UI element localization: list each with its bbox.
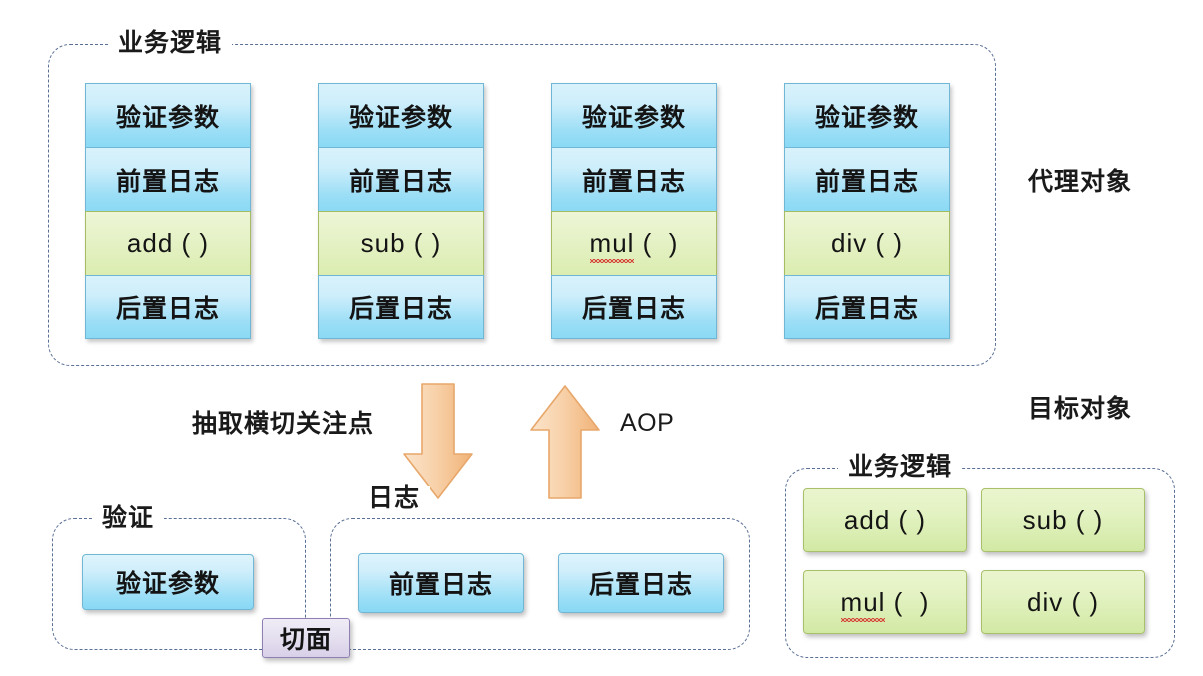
target-method-sub: sub ( ) — [981, 488, 1145, 552]
label-aspect: 切面 — [262, 618, 350, 658]
proxy-cell-before-log: 前置日志 — [784, 147, 950, 211]
target-method-mul-args: ( ) — [885, 586, 930, 617]
spellcheck-underline-mul-target: mul — [840, 586, 886, 622]
proxy-cell-method-sub: sub ( ) — [318, 211, 484, 275]
target-method-add: add ( ) — [803, 488, 967, 552]
proxy-cell-validate-params: 验证参数 — [318, 83, 484, 147]
group-validate — [52, 518, 306, 650]
down-arrow — [403, 383, 473, 499]
proxy-column-mul: 验证参数 前置日志 mul ( ) 后置日志 — [551, 83, 717, 339]
target-method-div: div ( ) — [981, 570, 1145, 634]
group-label-validate: 验证 — [92, 506, 165, 531]
up-arrow — [530, 385, 600, 499]
title-target-object: 目标对象 — [1028, 395, 1133, 423]
group-label-target-business-logic: 业务逻辑 — [838, 455, 963, 480]
group-label-proxy-business-logic: 业务逻辑 — [108, 31, 233, 56]
proxy-column-add: 验证参数 前置日志 add ( ) 后置日志 — [85, 83, 251, 339]
proxy-cell-after-log: 后置日志 — [784, 275, 950, 339]
proxy-cell-method-div: div ( ) — [784, 211, 950, 275]
proxy-cell-validate-params: 验证参数 — [85, 83, 251, 147]
group-target-business-logic — [785, 468, 1175, 658]
spellcheck-underline-mul: mul — [589, 228, 635, 263]
proxy-cell-validate-params: 验证参数 — [784, 83, 950, 147]
group-proxy-business-logic — [48, 44, 996, 366]
proxy-cell-before-log: 前置日志 — [318, 147, 484, 211]
proxy-cell-method-mul: mul ( ) — [551, 211, 717, 275]
proxy-column-div: 验证参数 前置日志 div ( ) 后置日志 — [784, 83, 950, 339]
proxy-column-sub: 验证参数 前置日志 sub ( ) 后置日志 — [318, 83, 484, 339]
proxy-cell-method-mul-args: ( ) — [634, 228, 679, 258]
proxy-cell-before-log: 前置日志 — [85, 147, 251, 211]
aspect-box-after-log: 后置日志 — [558, 553, 724, 613]
proxy-cell-after-log: 后置日志 — [85, 275, 251, 339]
proxy-cell-before-log: 前置日志 — [551, 147, 717, 211]
proxy-cell-after-log: 后置日志 — [551, 275, 717, 339]
proxy-cell-method-add: add ( ) — [85, 211, 251, 275]
proxy-cell-after-log: 后置日志 — [318, 275, 484, 339]
aspect-box-validate-params: 验证参数 — [82, 554, 254, 610]
label-extract-crosscutting-concerns: 抽取横切关注点 — [192, 410, 375, 438]
target-method-mul: mul ( ) — [803, 570, 967, 634]
group-label-log: 日志 — [358, 486, 431, 511]
label-aop: AOP — [620, 409, 675, 437]
title-proxy-object: 代理对象 — [1028, 168, 1133, 196]
group-log — [330, 518, 750, 650]
aspect-box-before-log: 前置日志 — [358, 553, 524, 613]
proxy-cell-validate-params: 验证参数 — [551, 83, 717, 147]
